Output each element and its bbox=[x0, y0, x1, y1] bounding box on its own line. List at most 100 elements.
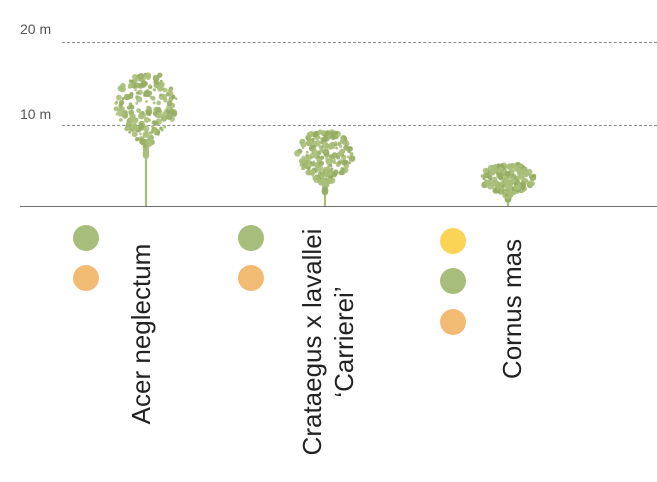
foliage-speck bbox=[157, 85, 163, 92]
foliage-speck bbox=[143, 151, 149, 156]
foliage-speck bbox=[308, 155, 313, 160]
foliage-speck bbox=[155, 106, 162, 113]
foliage-speck bbox=[522, 170, 530, 178]
ground-line bbox=[20, 206, 657, 207]
foliage-speck bbox=[143, 145, 147, 148]
foliage-speck bbox=[118, 99, 125, 106]
foliage-speck bbox=[325, 159, 329, 163]
foliage-speck bbox=[162, 116, 167, 121]
foliage-speck bbox=[129, 113, 136, 120]
foliage-speck bbox=[160, 128, 164, 132]
foliage-speck bbox=[325, 143, 330, 149]
foliage-speck bbox=[347, 155, 350, 159]
foliage-speck bbox=[159, 93, 163, 97]
foliage-speck bbox=[512, 190, 517, 195]
foliage-speck bbox=[343, 159, 349, 165]
species-name-acer-neglectum: Acer neglectum bbox=[126, 243, 156, 425]
foliage-speck bbox=[490, 171, 495, 176]
foliage-speck bbox=[135, 102, 139, 105]
foliage-speck bbox=[133, 79, 137, 83]
foliage-speck bbox=[482, 177, 486, 181]
foliage-speck bbox=[328, 157, 331, 161]
foliage-speck bbox=[348, 155, 356, 162]
foliage-speck bbox=[300, 158, 307, 164]
foliage-speck bbox=[306, 131, 314, 138]
foliage-speck bbox=[128, 123, 132, 127]
foliage-speck bbox=[163, 125, 167, 129]
foliage-speck bbox=[509, 190, 513, 194]
foliage-speck bbox=[495, 181, 500, 186]
foliage-speck bbox=[310, 161, 313, 165]
green-color-dot bbox=[73, 225, 99, 251]
foliage-speck bbox=[504, 183, 511, 190]
foliage-speck bbox=[119, 106, 125, 112]
foliage-speck bbox=[528, 181, 533, 187]
foliage-speck bbox=[137, 83, 144, 89]
species-name-crataegus: Crataegus x lavallei ‘Carrierei’ bbox=[297, 228, 359, 456]
foliage-speck bbox=[152, 101, 156, 105]
foliage-speck bbox=[129, 91, 134, 96]
foliage-speck bbox=[503, 190, 507, 194]
orange-color-dot bbox=[440, 309, 466, 335]
foliage-speck bbox=[305, 150, 309, 154]
foliage-speck bbox=[349, 151, 354, 156]
foliage-speck bbox=[304, 163, 308, 167]
foliage-speck bbox=[482, 167, 489, 174]
foliage-speck bbox=[504, 170, 511, 177]
foliage-speck bbox=[316, 165, 324, 172]
foliage-speck bbox=[128, 110, 132, 114]
foliage-speck bbox=[319, 172, 323, 176]
foliage-speck bbox=[124, 126, 129, 132]
foliage-speck bbox=[319, 147, 325, 153]
foliage-speck bbox=[328, 163, 333, 168]
foliage-speck bbox=[167, 88, 173, 94]
foliage-speck bbox=[127, 118, 134, 125]
orange-color-dot bbox=[238, 265, 264, 291]
foliage-speck bbox=[120, 82, 126, 89]
foliage-speck bbox=[147, 135, 152, 140]
foliage-speck bbox=[152, 129, 158, 134]
foliage-speck bbox=[332, 160, 337, 165]
foliage-speck bbox=[513, 181, 519, 187]
foliage-speck bbox=[139, 132, 142, 136]
foliage-speck bbox=[139, 74, 143, 78]
foliage-speck bbox=[347, 146, 354, 152]
foliage-speck bbox=[335, 146, 338, 150]
foliage-speck bbox=[129, 104, 135, 110]
foliage-speck bbox=[294, 150, 301, 157]
foliage-speck bbox=[143, 117, 150, 123]
foliage-speck bbox=[120, 112, 126, 117]
foliage-speck bbox=[152, 111, 158, 116]
foliage-speck bbox=[501, 184, 506, 188]
foliage-speck bbox=[321, 173, 325, 178]
foliage-speck bbox=[337, 161, 341, 165]
foliage-speck bbox=[499, 191, 502, 195]
foliage-speck bbox=[146, 105, 151, 110]
foliage-speck bbox=[320, 130, 326, 136]
foliage-speck bbox=[343, 169, 347, 173]
foliage-speck bbox=[136, 91, 140, 95]
foliage-speck bbox=[339, 148, 345, 155]
foliage-speck bbox=[326, 167, 331, 172]
foliage-speck bbox=[115, 112, 119, 116]
gridline-20m bbox=[62, 42, 657, 43]
foliage-speck bbox=[347, 161, 351, 165]
foliage-speck bbox=[318, 160, 324, 166]
tree-acer-neglectum bbox=[113, 72, 178, 206]
foliage-speck bbox=[509, 182, 513, 186]
foliage-speck bbox=[153, 79, 159, 85]
foliage-speck bbox=[145, 110, 151, 116]
foliage-speck bbox=[161, 94, 168, 100]
foliage-speck bbox=[153, 120, 159, 126]
foliage-speck bbox=[119, 118, 123, 122]
foliage-speck bbox=[138, 112, 143, 117]
green-color-dot bbox=[238, 225, 264, 251]
foliage-speck bbox=[299, 141, 302, 145]
foliage-speck bbox=[139, 138, 146, 145]
foliage-speck bbox=[145, 72, 152, 79]
foliage-speck bbox=[329, 177, 336, 184]
foliage-speck bbox=[314, 140, 322, 147]
tree-height-diagram: 20 m 10 m Acer neglectum Crataegus x lav… bbox=[20, 22, 657, 455]
tree-silhouettes bbox=[113, 72, 537, 206]
foliage-speck bbox=[324, 181, 329, 186]
